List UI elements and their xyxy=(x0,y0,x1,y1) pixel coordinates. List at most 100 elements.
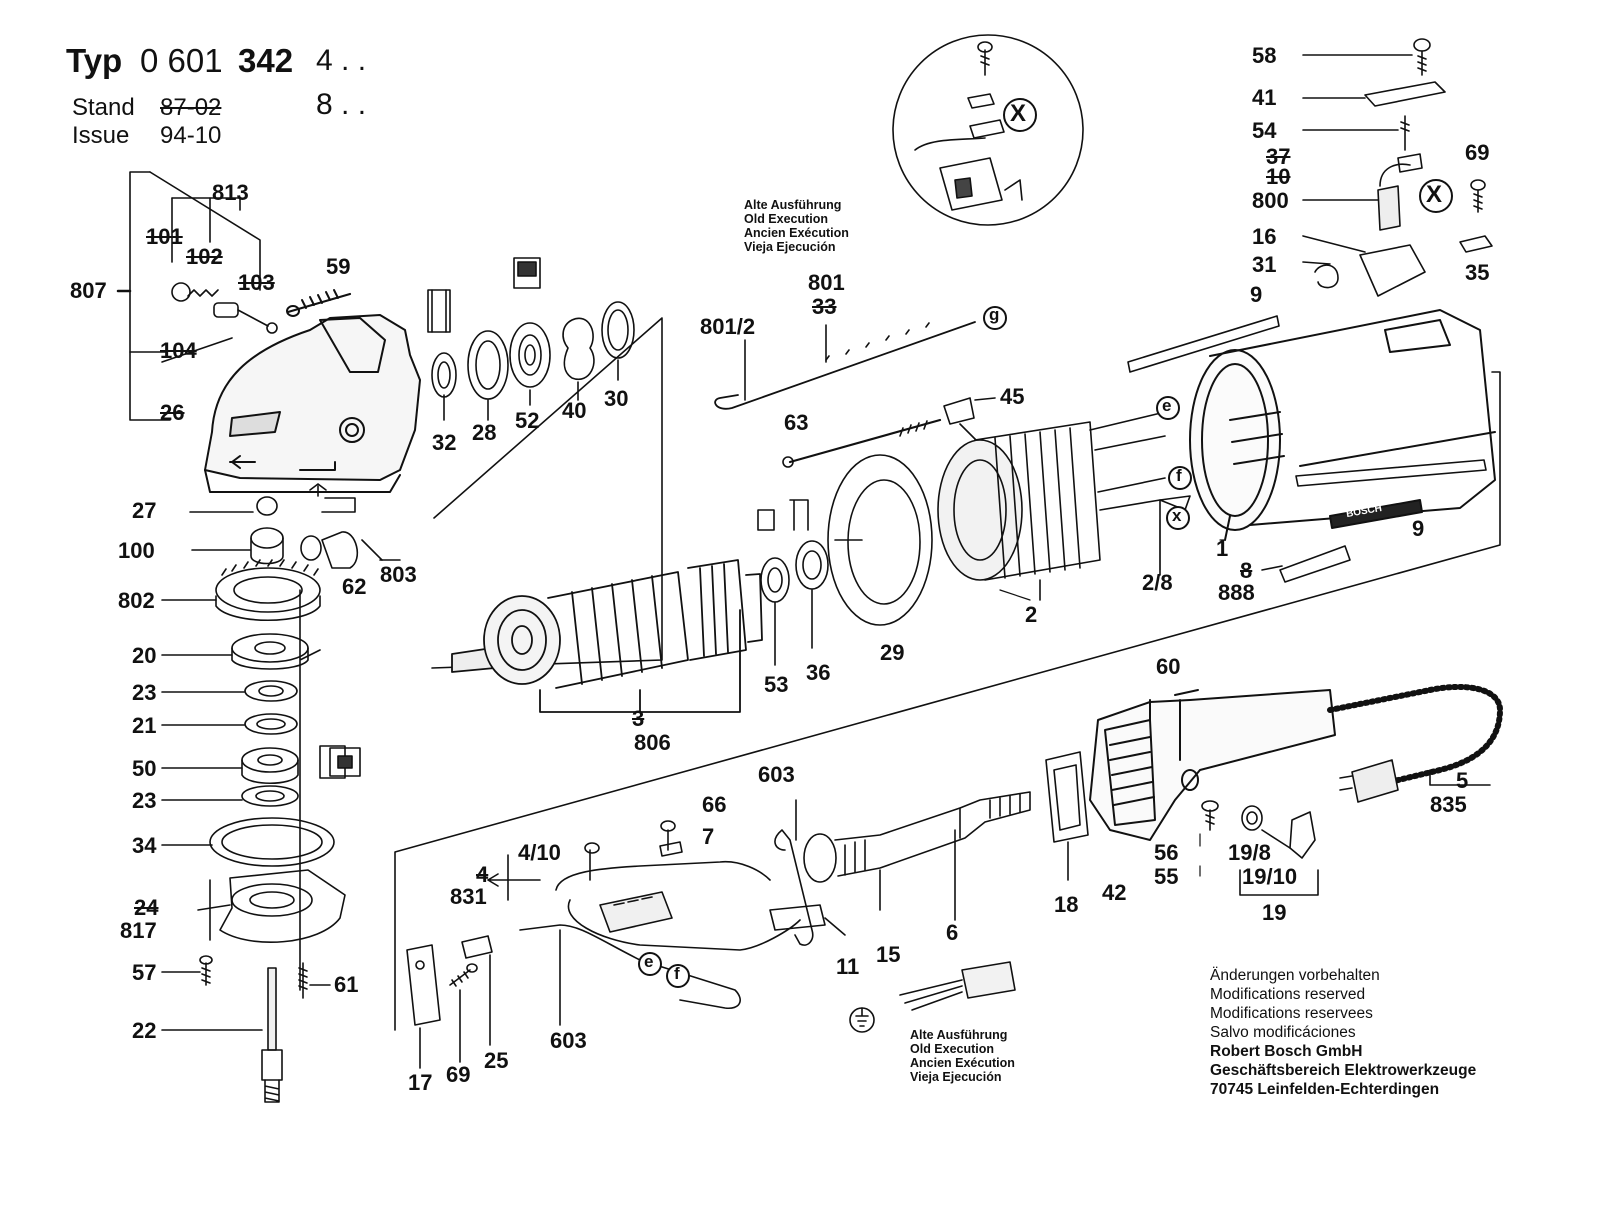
part-label-15: 15 xyxy=(876,942,901,967)
part-label-831: 831 xyxy=(450,884,487,909)
typ-number-b: 342 xyxy=(238,42,294,79)
part-label-101: 101 xyxy=(146,224,183,249)
part-label-9-b: 9 xyxy=(1412,516,1425,541)
part-label-800: 800 xyxy=(1252,188,1289,213)
part-label-22: 22 xyxy=(132,1018,157,1043)
gear-column xyxy=(161,483,401,1103)
part-label-19-8: 19/8 xyxy=(1228,840,1271,865)
part-label-31: 31 xyxy=(1252,252,1277,277)
part-label-34: 34 xyxy=(132,833,157,858)
part-label-41: 41 xyxy=(1252,85,1277,110)
marker-x-top: X xyxy=(1010,100,1027,127)
note-line: Vieja Ejecución xyxy=(910,1070,1002,1084)
footer-line: Modifications reserved xyxy=(1210,986,1366,1003)
leader-lines xyxy=(739,519,1226,877)
brush-holder-assembly xyxy=(1302,38,1493,297)
part-label-801: 801 xyxy=(808,270,845,295)
stand-value: 87-02 xyxy=(160,94,222,121)
part-label-10: 10 xyxy=(1266,164,1291,189)
part-label-5: 5 xyxy=(1456,768,1469,793)
part-label-6: 6 xyxy=(946,920,959,945)
marker-x-small: x xyxy=(1172,506,1182,525)
note-line: Ancien Exécution xyxy=(744,226,849,240)
part-label-23-b: 23 xyxy=(132,788,157,813)
stand-label: Stand xyxy=(72,94,135,121)
screw-63-clip-45 xyxy=(782,397,996,468)
footer-line: Robert Bosch GmbH xyxy=(1210,1043,1363,1060)
part-label-801-2: 801/2 xyxy=(700,314,756,339)
part-label-26: 26 xyxy=(160,400,185,425)
footer-block: Änderungen vorbehalten Modifications res… xyxy=(1210,966,1476,1099)
part-label-40: 40 xyxy=(562,398,587,423)
power-cord xyxy=(1327,684,1503,803)
note-line: Alte Ausführung xyxy=(744,198,842,212)
part-label-16: 16 xyxy=(1252,224,1277,249)
part-label-817: 817 xyxy=(120,918,157,943)
old-capacitor xyxy=(849,961,1016,1033)
armature-806 xyxy=(451,559,763,713)
part-label-69-a: 69 xyxy=(1465,140,1490,165)
part-label-62: 62 xyxy=(342,574,367,599)
part-label-2-8: 2/8 xyxy=(1142,570,1173,595)
part-label-603-b: 603 xyxy=(550,1028,587,1053)
part-label-4: 4 xyxy=(476,862,489,887)
typ-number-a: 0 601 xyxy=(140,42,223,79)
knob-parts-101-104 xyxy=(161,282,278,363)
part-label-29: 29 xyxy=(880,640,905,665)
part-label-9-a: 9 xyxy=(1250,282,1263,307)
part-label-102: 102 xyxy=(186,244,223,269)
part-label-23-a: 23 xyxy=(132,680,157,705)
part-label-888: 888 xyxy=(1218,580,1255,605)
part-label-63: 63 xyxy=(784,410,809,435)
marker-x-brush: X xyxy=(1426,181,1443,208)
pinion-803 xyxy=(361,539,383,561)
part-label-835: 835 xyxy=(1430,792,1467,817)
part-label-50: 50 xyxy=(132,756,157,781)
part-label-802: 802 xyxy=(118,588,155,613)
note-line: Old Execution xyxy=(910,1042,995,1056)
part-label-104: 104 xyxy=(160,338,197,363)
part-label-4-10: 4/10 xyxy=(518,840,561,865)
note-line: Vieja Ejecución xyxy=(744,240,836,254)
variant-2: 8 . . xyxy=(316,88,367,121)
cover-17-screw-69-25 xyxy=(406,935,493,1069)
field-coil-2 xyxy=(937,411,1166,601)
marker-e: e xyxy=(1162,396,1172,415)
part-label-28: 28 xyxy=(472,420,497,445)
footer-line: Salvo modificáciones xyxy=(1210,1024,1356,1041)
part-label-35: 35 xyxy=(1465,260,1490,285)
bracket-807 xyxy=(116,171,261,421)
issue-label: Issue xyxy=(72,122,130,149)
rod-801 xyxy=(714,321,976,410)
rear-handle-42 xyxy=(1089,689,1336,841)
part-label-54: 54 xyxy=(1252,118,1277,143)
part-label-58: 58 xyxy=(1252,43,1277,68)
part-label-7: 7 xyxy=(702,824,715,849)
gear-housing-26 xyxy=(204,289,421,493)
part-label-100: 100 xyxy=(118,538,155,563)
bearings-53-36 xyxy=(757,499,829,666)
part-label-59: 59 xyxy=(326,254,351,279)
note-line: Ancien Exécution xyxy=(910,1056,1015,1070)
fan-guide-29 xyxy=(827,454,933,626)
part-label-37: 37 xyxy=(1266,144,1291,169)
parts-19-55-56 xyxy=(1201,800,1319,896)
part-label-807: 807 xyxy=(70,278,107,303)
part-label-52: 52 xyxy=(515,408,540,433)
part-label-32: 32 xyxy=(432,430,457,455)
part-label-103: 103 xyxy=(238,270,275,295)
part-label-19-10: 19/10 xyxy=(1242,864,1298,889)
part-label-30: 30 xyxy=(604,386,629,411)
note-line: Old Execution xyxy=(744,212,829,226)
part-label-56: 56 xyxy=(1154,840,1179,865)
part-label-8: 8 xyxy=(1240,558,1253,583)
old-execution-note-top: Alte Ausführung Old Execution Ancien Exé… xyxy=(744,198,849,254)
part-label-806: 806 xyxy=(634,730,671,755)
footer-line: Änderungen vorbehalten xyxy=(1210,967,1380,984)
part-label-42: 42 xyxy=(1102,880,1127,905)
part-label-60: 60 xyxy=(1156,654,1181,679)
part-label-55: 55 xyxy=(1154,864,1179,889)
typ-label: Typ xyxy=(66,42,123,79)
switch-assembly xyxy=(487,820,801,1026)
